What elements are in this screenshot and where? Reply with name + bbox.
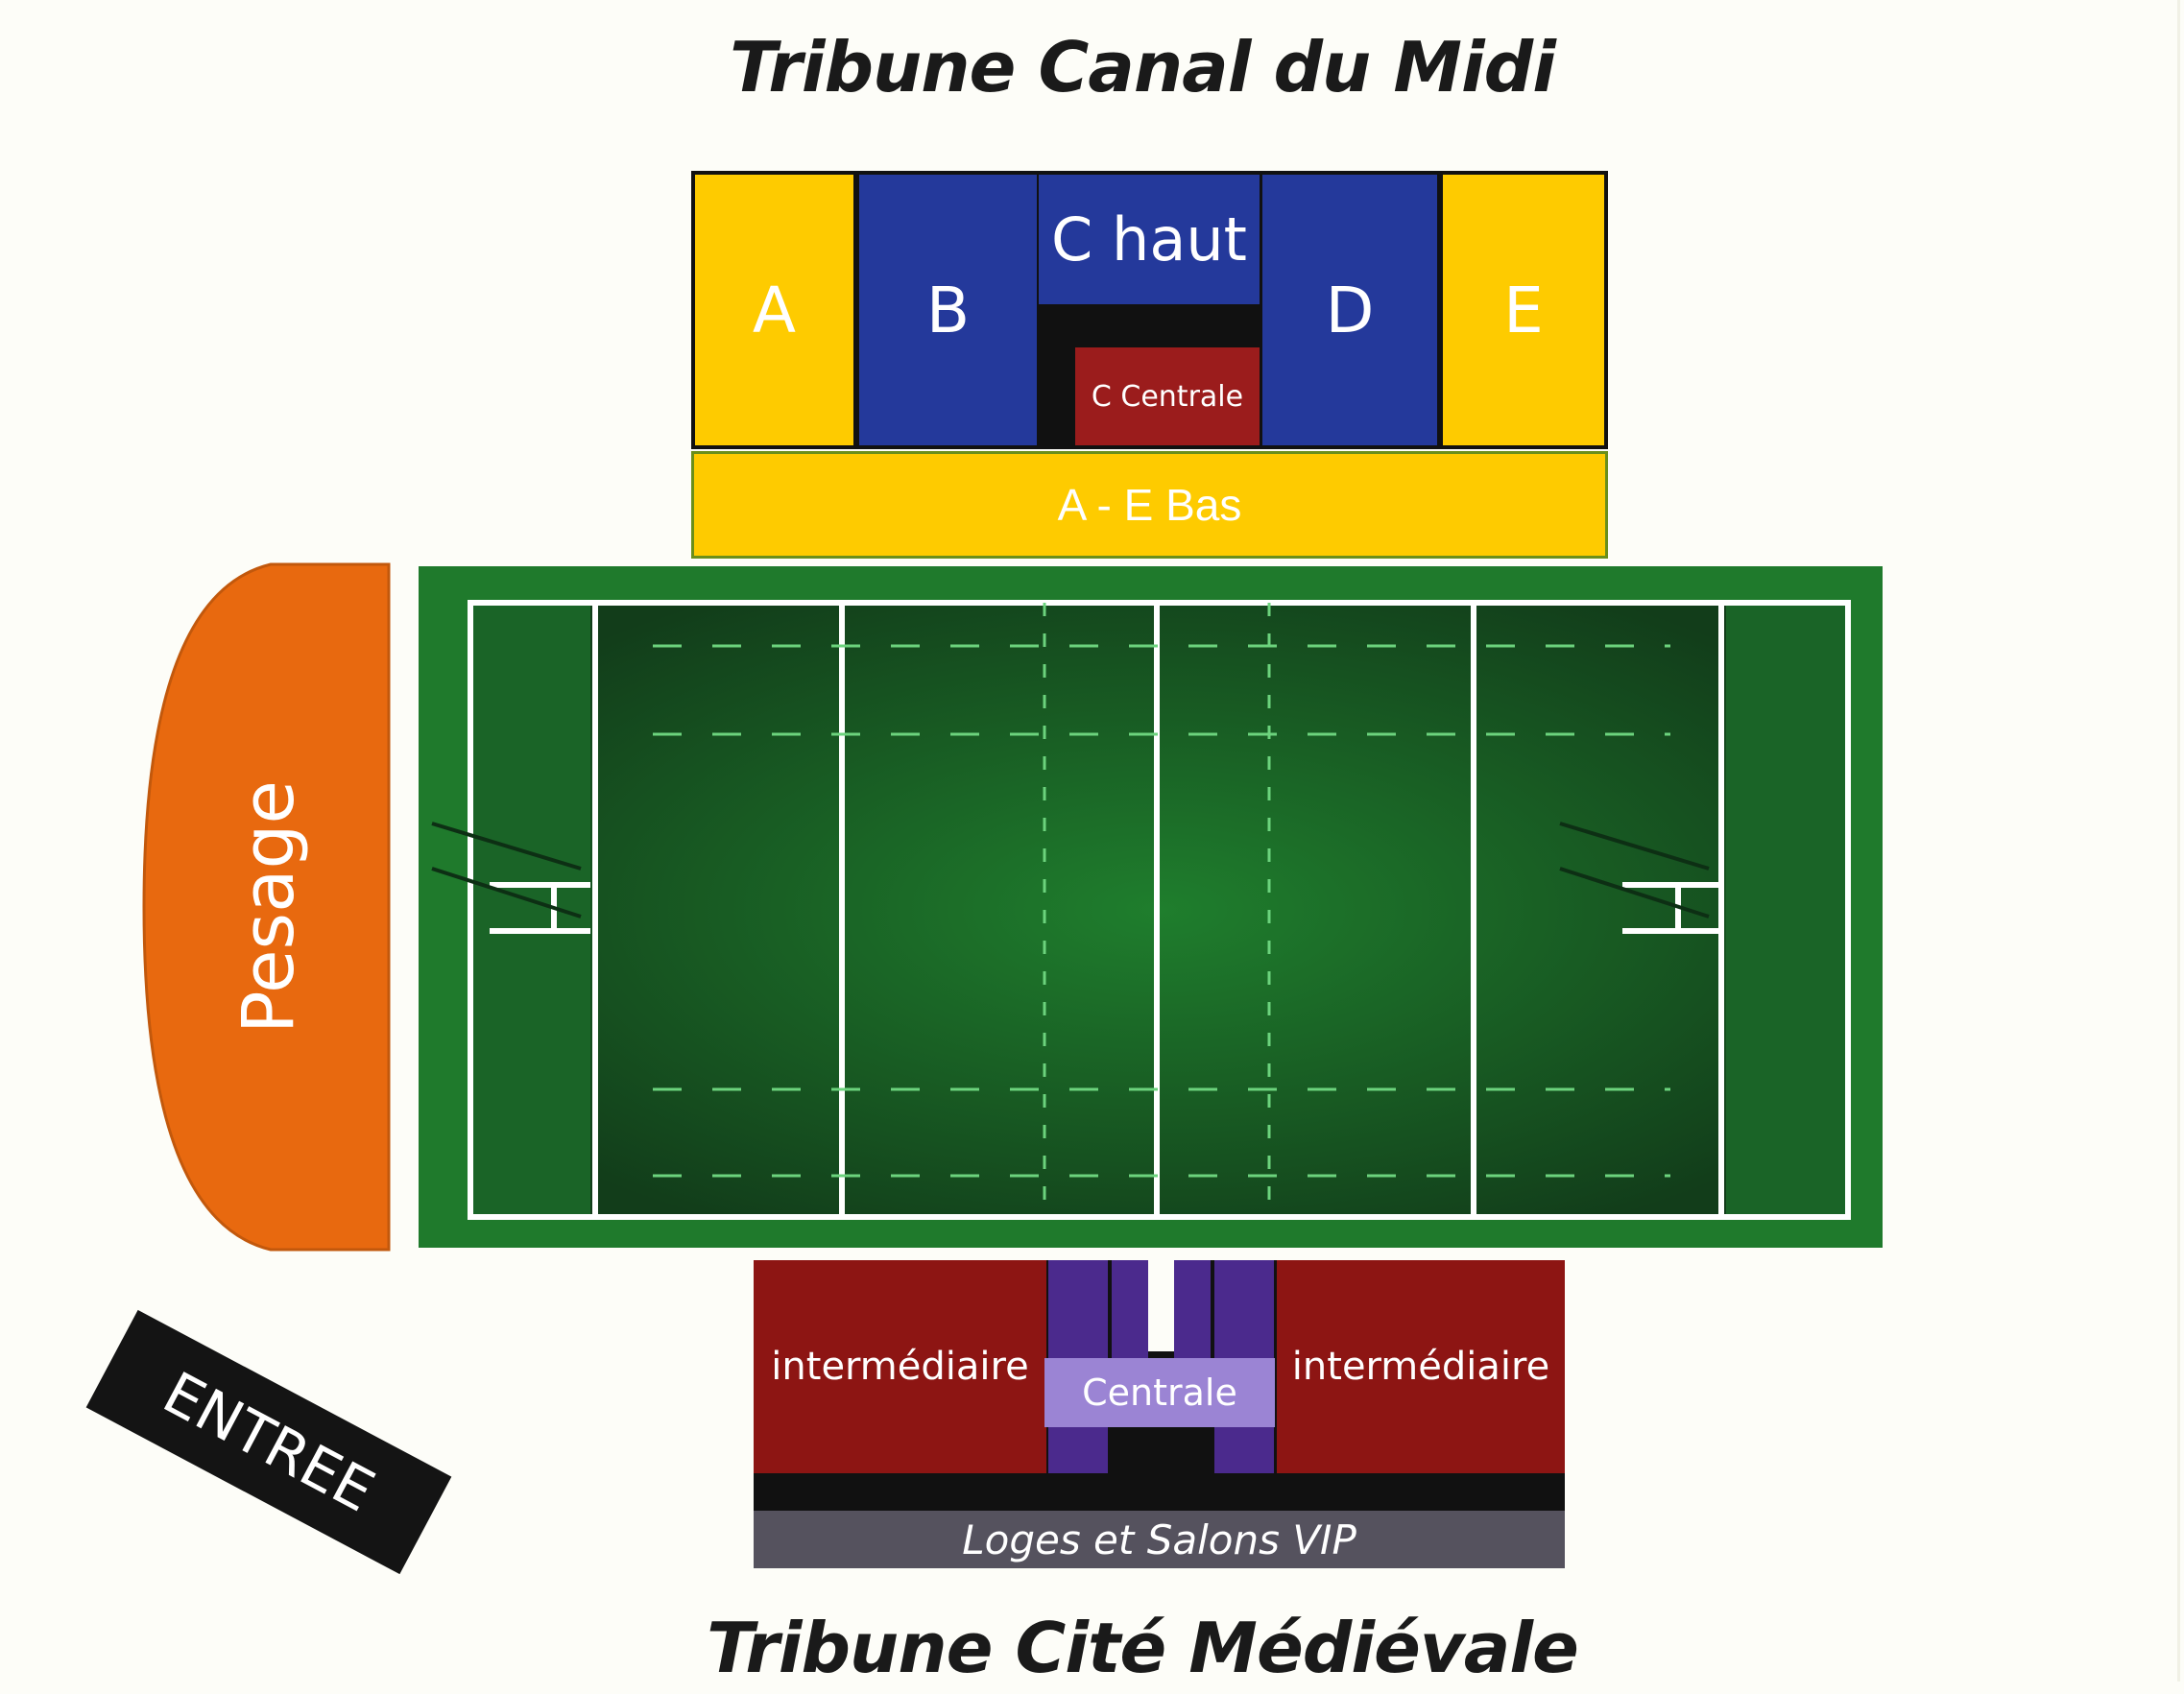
pesage-stand[interactable] [142, 562, 391, 1252]
section-a-label: A [752, 273, 797, 347]
section-e-label: E [1503, 273, 1544, 347]
section-intermediaire-right[interactable]: intermédiaire [1277, 1260, 1565, 1473]
section-c-haut-label: C haut [1051, 204, 1247, 274]
section-d-label: D [1325, 273, 1375, 347]
section-vip-label: Loges et Salons VIP [962, 1515, 1356, 1563]
section-centrale-label: Centrale [1082, 1372, 1237, 1414]
section-centrale[interactable]: Centrale [1044, 1358, 1275, 1427]
south-stand-title: Tribune Cité Médiévale [707, 1608, 1579, 1688]
south-central-void [1112, 1427, 1211, 1473]
section-vip[interactable]: Loges et Salons VIP [754, 1511, 1565, 1568]
pesage-label: Pesage [228, 780, 310, 1034]
pitch-solid-lines [592, 603, 1724, 1217]
section-intermediaire-left[interactable]: intermédiaire [754, 1260, 1046, 1473]
in-goal-left [470, 603, 590, 1217]
section-e[interactable]: E [1443, 175, 1604, 445]
goal-posts-right-shadow [1559, 822, 1710, 919]
section-a-e-bas[interactable]: A - E Bas [691, 451, 1608, 559]
north-stand-title: Tribune Canal du Midi [730, 27, 1556, 107]
pitch-dashed-verticals [1043, 603, 1271, 1217]
section-intermediaire-right-label: intermédiaire [1291, 1345, 1550, 1389]
in-goal-right [1726, 603, 1848, 1217]
south-gap [1148, 1260, 1174, 1351]
page-edge-line [2177, 0, 2180, 1682]
section-a-e-bas-label: A - E Bas [1057, 480, 1242, 530]
section-b-label: B [925, 273, 971, 347]
section-intermediaire-left-label: intermédiaire [771, 1345, 1029, 1389]
pitch-dashed-lines [653, 644, 1670, 1178]
section-d[interactable]: D [1262, 175, 1437, 445]
goal-posts-left-shadow [431, 822, 582, 919]
section-b[interactable]: B [859, 175, 1037, 445]
section-a[interactable]: A [695, 175, 853, 445]
section-c-centrale[interactable]: C Centrale [1075, 347, 1260, 445]
section-c-haut[interactable]: C haut [1039, 175, 1260, 304]
pesage-label-wrap: Pesage [226, 763, 312, 1051]
section-c-centrale-label: C Centrale [1091, 379, 1244, 414]
